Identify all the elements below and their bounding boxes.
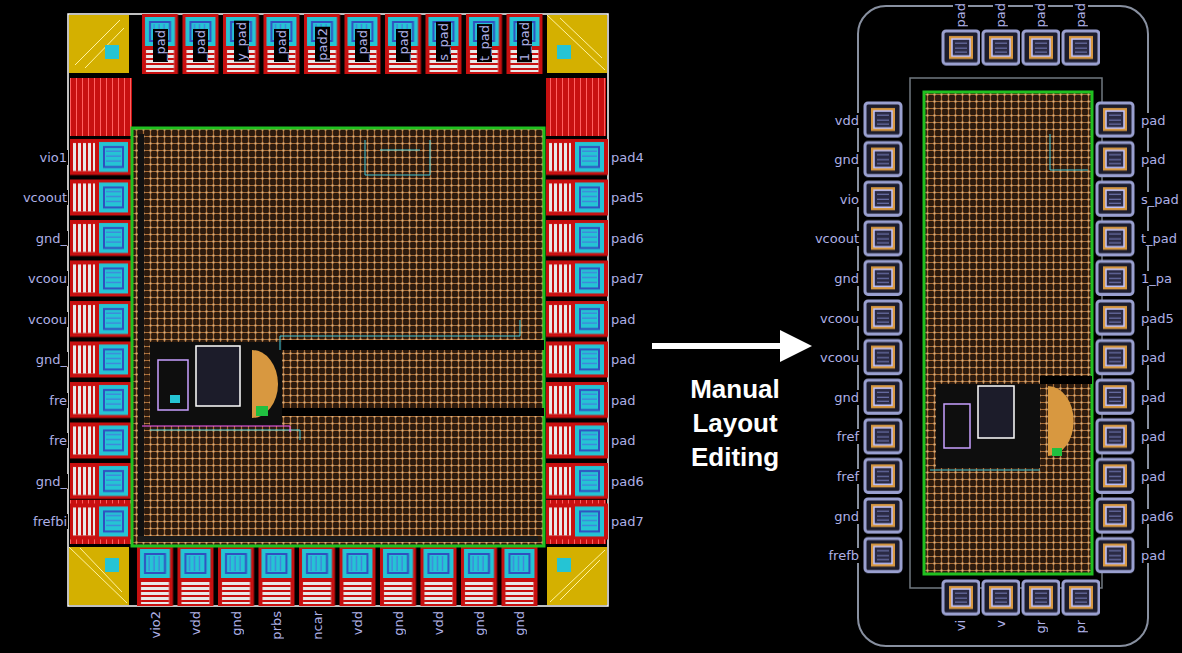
- pin-label: gr: [1033, 619, 1048, 635]
- pin-label: t_pad: [1140, 231, 1178, 246]
- pin-label: gnd_: [35, 474, 68, 489]
- pin-label: gnd: [512, 610, 527, 637]
- pin-label: vio: [839, 192, 860, 207]
- pin-label: vcoout: [22, 190, 68, 205]
- pin-label: pad7: [610, 514, 645, 529]
- pin-label: fref: [836, 469, 860, 484]
- pin-label: t_pad: [477, 24, 492, 62]
- pin-label: pad: [610, 433, 636, 448]
- pin-label: pad4: [610, 150, 645, 165]
- pin-label: pad7: [610, 271, 645, 286]
- pin-label: pad2: [315, 27, 330, 62]
- pin-label: gnd_: [35, 352, 68, 367]
- pin-label: vcoou: [27, 312, 68, 327]
- pin-label: prbs: [269, 610, 284, 641]
- pin-label: pad: [610, 393, 636, 408]
- pin-label: _pad: [274, 29, 289, 62]
- pin-label: gnd: [229, 610, 244, 637]
- pin-label: pad: [1033, 2, 1048, 28]
- pin-label: pad: [1140, 350, 1166, 365]
- pin-label: gnd: [833, 271, 860, 286]
- pin-label: pad: [1140, 469, 1166, 484]
- pin-label: _pad: [193, 29, 208, 62]
- pin-label: vcoou: [27, 271, 68, 286]
- pin-label: vcoou: [819, 350, 860, 365]
- pin-label: s_pad: [1140, 192, 1180, 207]
- pin-label: vi: [953, 619, 968, 632]
- pin-label: pad: [1140, 152, 1166, 167]
- pin-label: vdd: [834, 113, 860, 128]
- pin-label: frefbi: [32, 514, 68, 529]
- pin-label: gnd_: [35, 231, 68, 246]
- pin-label: _pad: [153, 29, 168, 62]
- pin-label: vio2: [148, 610, 163, 640]
- pin-label: v: [993, 619, 1008, 629]
- pin-label: vdd: [350, 610, 365, 636]
- pin-label: pr: [1073, 619, 1088, 635]
- pin-label: pad5: [1140, 311, 1175, 326]
- pin-label: pad: [1140, 429, 1166, 444]
- pin-label: pad: [1140, 548, 1166, 563]
- pin-label: fre: [48, 393, 68, 408]
- pin-label: pad6: [610, 231, 645, 246]
- pin-label: gnd: [833, 509, 860, 524]
- pin-label: gnd: [833, 390, 860, 405]
- pin-label: pad6: [1140, 509, 1175, 524]
- pin-label: vcoout: [814, 231, 860, 246]
- pin-label: vcoou: [819, 311, 860, 326]
- pin-label: 1_pa: [1140, 271, 1173, 286]
- pin-label: pad: [1140, 390, 1166, 405]
- pin-label: pad: [953, 2, 968, 28]
- pin-label: y_pad: [234, 21, 249, 62]
- pin-label: vdd: [188, 610, 203, 636]
- pin-label: fre: [48, 433, 68, 448]
- pin-label: pad5: [610, 190, 645, 205]
- pin-label: pad: [610, 352, 636, 367]
- pin-label: gnd: [472, 610, 487, 637]
- pin-label: s_pad: [436, 22, 451, 62]
- pin-label: pad: [610, 312, 636, 327]
- pin-label: ncar: [310, 610, 325, 641]
- pin-label: gnd: [391, 610, 406, 637]
- pin-label: _pad: [396, 29, 411, 62]
- pin-label: pad: [1073, 2, 1088, 28]
- pin-label: vio1: [38, 150, 68, 165]
- pin-label: gnd: [833, 152, 860, 167]
- pin-label: _pad: [355, 29, 370, 62]
- pin-label: pad: [993, 2, 1008, 28]
- pin-label: pad6: [610, 474, 645, 489]
- pin-label: pad: [1140, 113, 1166, 128]
- pin-label: vdd: [431, 610, 446, 636]
- pin-label: 1_pad: [517, 21, 532, 62]
- pin-label: frefb: [828, 548, 860, 563]
- pin-label: fref: [836, 429, 860, 444]
- arrow-caption: Manual Layout Editing: [670, 372, 800, 474]
